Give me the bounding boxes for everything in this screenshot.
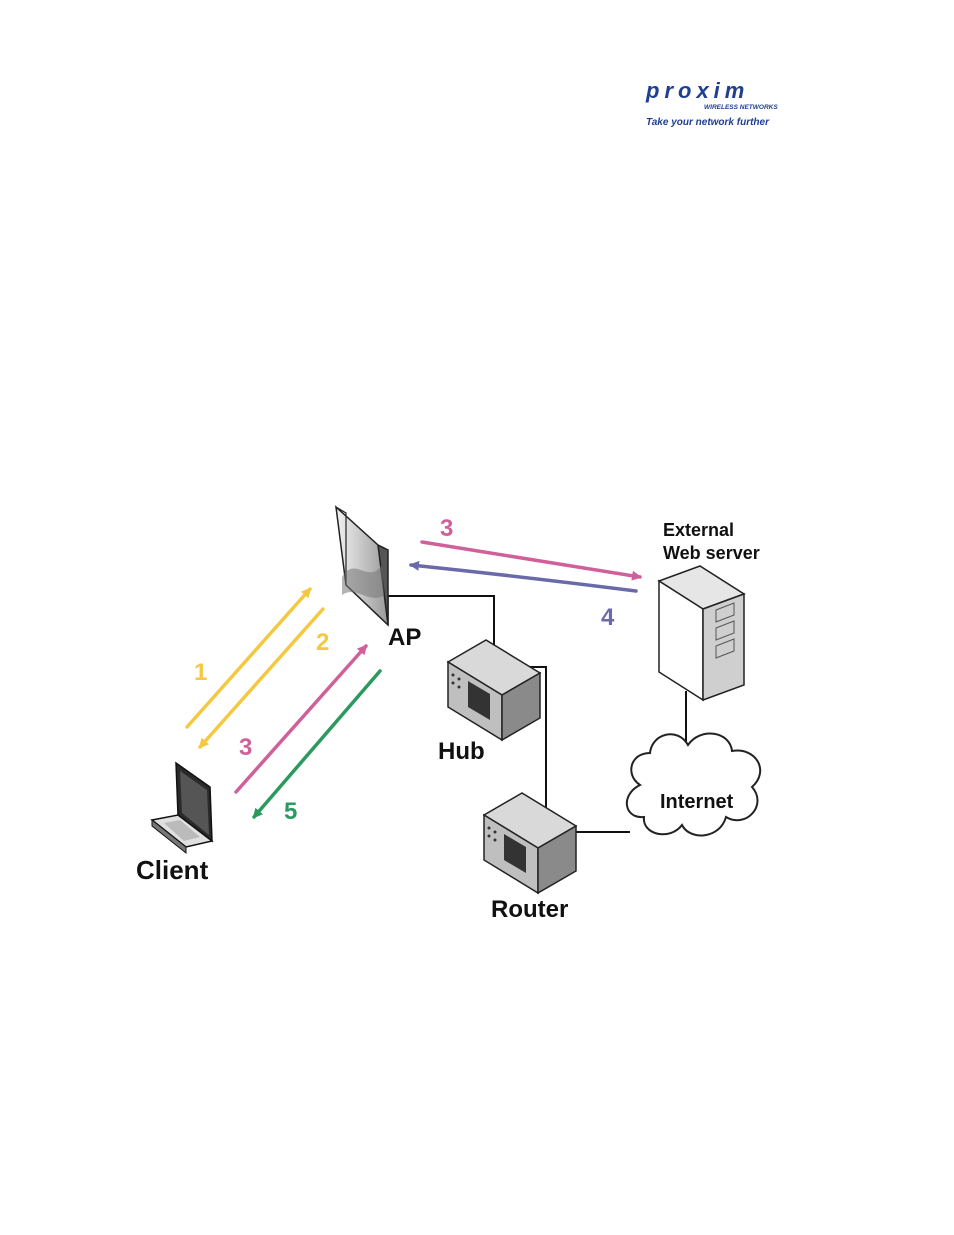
logo-subtitle: WIRELESS NETWORKS	[704, 104, 778, 111]
hub-label: Hub	[438, 738, 485, 765]
step-label-1: 1	[194, 659, 207, 686]
step-label-3-client: 3	[239, 734, 252, 761]
step-label-4: 4	[601, 604, 615, 631]
client-label: Client	[136, 855, 209, 885]
router-label: Router	[491, 896, 568, 923]
network-diagram: AP Hub Router Client External Web server	[130, 495, 790, 925]
web-server-icon	[659, 566, 744, 700]
ap-label: AP	[388, 624, 421, 651]
server-label-line1: External	[663, 520, 734, 540]
server-label-line2: Web server	[663, 543, 760, 563]
step-label-5: 5	[284, 798, 297, 825]
proxim-logo: proxim WIRELESS NETWORKS Take your netwo…	[640, 0, 818, 132]
internet-label: Internet	[660, 791, 734, 813]
step-label-2: 2	[316, 629, 329, 656]
logo-wordmark: proxim	[645, 78, 749, 103]
step-label-3-server: 3	[440, 515, 453, 542]
logo-tagline: Take your network further	[646, 117, 770, 128]
